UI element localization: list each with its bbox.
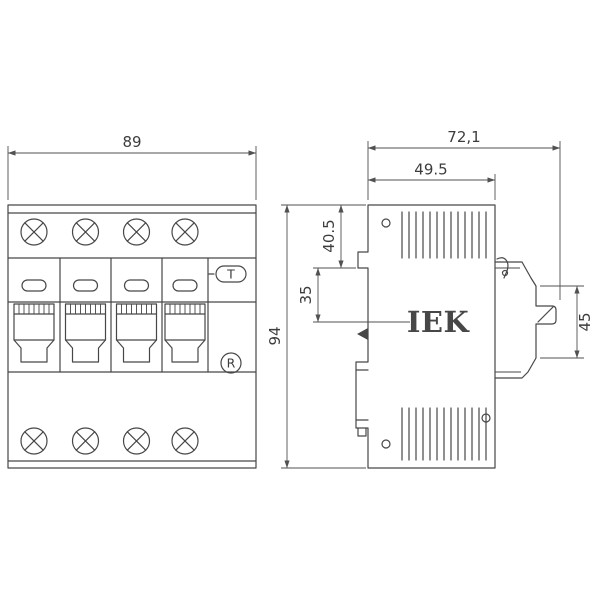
pole-module — [13, 279, 55, 363]
sealing-eyelet — [501, 269, 509, 277]
front-body-outline — [7, 204, 257, 469]
terminal-screw-icon — [122, 218, 151, 246]
rivets — [381, 218, 491, 449]
pole-dividers — [59, 257, 209, 373]
pole-module — [164, 279, 206, 363]
test-button-label: T — [226, 267, 235, 282]
dimension-top-to-claw: 40.5 — [313, 204, 356, 269]
front-view: T R 89 — [7, 133, 257, 469]
dimension-overall-depth: 72,1 — [367, 128, 561, 300]
dimension-body-depth: 49.5 — [367, 161, 496, 200]
dimension-height: 94 — [266, 204, 366, 469]
dimension-value: 94 — [266, 326, 284, 345]
pole-module — [115, 279, 158, 363]
ventilation-ribs-top — [401, 211, 487, 259]
front-face-path — [494, 261, 557, 379]
rivet-icon — [381, 439, 391, 449]
dimension-front-face-height: 45 — [540, 285, 594, 359]
dimension-value: 49.5 — [414, 161, 447, 179]
dimension-value: 35 — [297, 285, 315, 304]
dimension-claw-to-rail-center: 35 — [297, 267, 410, 323]
toggle-lever — [537, 306, 554, 323]
dimension-value: 89 — [122, 133, 141, 151]
extension-lines — [367, 141, 561, 300]
top-terminal-screws — [20, 218, 199, 246]
rail-marker-triangle — [357, 328, 368, 340]
dimension-front-width: 89 — [7, 133, 257, 200]
side-body-path — [355, 204, 496, 469]
extension-lines — [7, 146, 257, 200]
terminal-screw-icon — [20, 427, 48, 455]
front-face-inner-lines — [495, 267, 521, 373]
registered-mark: R — [220, 352, 242, 374]
ventilation-ribs-bottom — [401, 407, 487, 461]
rivet-icon — [481, 413, 491, 423]
registered-mark-circle — [220, 352, 242, 374]
brand-logo: IEK — [407, 305, 471, 339]
terminal-screw-icon — [71, 427, 100, 455]
front-horizontal-lines — [7, 212, 257, 462]
terminal-screw-icon — [20, 218, 48, 246]
pole-modules — [13, 279, 206, 363]
bottom-terminal-screws — [20, 427, 199, 455]
terminal-screw-icon — [171, 218, 199, 246]
test-button: T — [208, 265, 247, 283]
terminal-screw-icon — [171, 427, 199, 455]
test-button-slot — [215, 265, 247, 283]
registered-mark-label: R — [227, 356, 236, 371]
rivet-icon — [381, 218, 391, 228]
side-view: IEK 72,1 49.5 94 40.5 35 — [266, 128, 594, 469]
terminal-screw-icon — [71, 218, 100, 246]
dimension-value: 72,1 — [447, 128, 480, 146]
extension-lines — [281, 204, 366, 469]
dimension-value: 45 — [576, 312, 594, 331]
side-body-outline — [355, 204, 496, 469]
front-face-profile — [494, 257, 557, 379]
terminal-screw-icon — [122, 427, 151, 455]
pole-module — [64, 279, 107, 363]
dimension-value: 40.5 — [320, 219, 338, 252]
